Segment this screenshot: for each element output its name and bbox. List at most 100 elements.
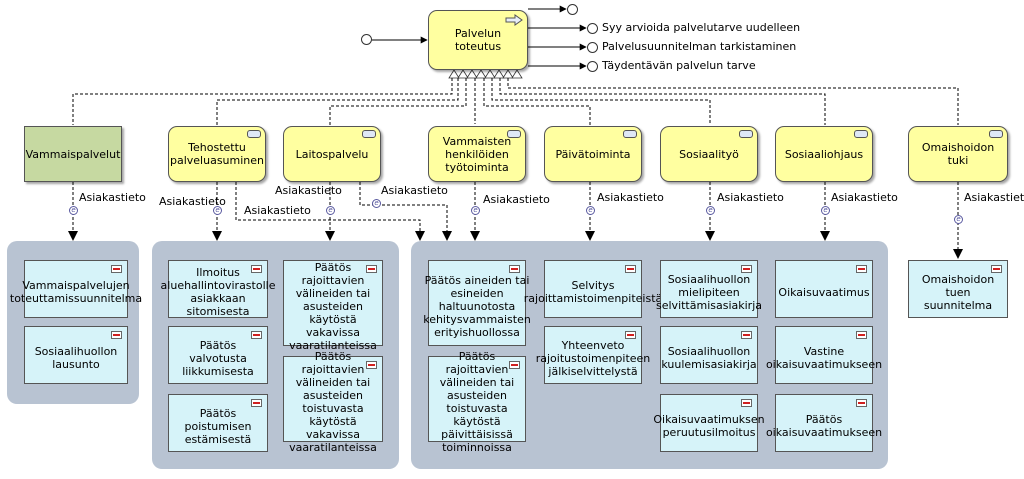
exclusive-gateway-icon: e	[821, 206, 830, 215]
flow-label: Asiakastieto	[275, 184, 342, 197]
subprocess-sosiaaliohjaus[interactable]: Sosiaaliohjaus	[775, 126, 873, 182]
document-label: Yhteenveto rajoitustoimenpiteen jälkisel…	[535, 338, 651, 378]
subprocess-label: Päivätoiminta	[555, 147, 631, 161]
document-icon	[251, 399, 262, 407]
subprocess-label: Vammaispalvelut	[25, 147, 121, 161]
document-kuulemisasiakirja[interactable]: Sosiaalihuollon kuulemisasiakirja	[660, 326, 758, 384]
end-event-circle-icon	[587, 61, 598, 72]
flow-label: Asiakastieto	[244, 204, 311, 217]
subprocess-label: Laitospalvelu	[295, 147, 369, 161]
end-event-circle-icon	[587, 42, 598, 53]
forward-arrow-icon	[505, 14, 523, 26]
document-icon	[111, 265, 122, 273]
exclusive-gateway-icon: e	[954, 215, 963, 224]
document-icon	[251, 265, 262, 273]
flow-label: Asiakastieto	[597, 191, 664, 204]
flow-label: Asiakastieto	[159, 195, 226, 208]
document-omaishoidon-tuen-suunnitelma[interactable]: Omaishoidon tuen suunnitelma	[908, 260, 1008, 318]
subprocess-vammaispalvelut[interactable]: Vammaispalvelut	[24, 126, 122, 182]
document-icon	[111, 331, 122, 339]
exclusive-gateway-icon: e	[326, 206, 335, 215]
flow-label: Asiakastieto	[964, 191, 1024, 204]
document-icon	[741, 331, 752, 339]
exclusive-gateway-icon: e	[69, 206, 78, 215]
output-label-tarkistaminen: Palvelusuunnitelman tarkistaminen	[602, 40, 797, 53]
document-label: Päätös valvotusta liikkumisesta	[182, 338, 254, 378]
subprocess-badge-icon	[989, 130, 1003, 138]
output-label-uudelleenarviointi: Syy arvioida palvelutarve uudelleen	[602, 21, 801, 34]
document-icon	[741, 265, 752, 273]
exclusive-gateway-icon: e	[471, 206, 480, 215]
subprocess-label: Tehostettu palveluasuminen	[170, 141, 265, 167]
document-icon	[856, 331, 867, 339]
exclusive-gateway-icon: e	[586, 206, 595, 215]
document-paatos-aineiden-haltuunotosta[interactable]: Päätös aineiden tai esineiden haltuunoto…	[423, 260, 531, 346]
document-icon	[366, 265, 377, 273]
document-icon	[366, 361, 377, 369]
subprocess-badge-icon	[739, 130, 753, 138]
document-icon	[625, 265, 636, 273]
document-oikaisuvaatimus[interactable]: Oikaisuvaatimus	[775, 260, 873, 318]
flow-label: Asiakastieto	[483, 193, 550, 206]
document-label: Sosiaalihuollon kuulemisasiakirja	[661, 345, 757, 371]
document-icon	[509, 361, 520, 369]
flow-label: Asiakastieto	[79, 191, 146, 204]
document-paatos-oikaisuvaatimukseen[interactable]: Päätös oikaisuvaatimukseen	[766, 394, 882, 452]
document-label: Sosiaalihuollon mielipiteen selvittämisa…	[656, 272, 763, 312]
document-label: Päätös aineiden tai esineiden haltuunoto…	[423, 273, 531, 339]
document-selvitys-rajoittamistoimenpiteista[interactable]: Selvitys rajoittamistoimenpiteistä	[524, 260, 662, 318]
document-icon	[625, 331, 636, 339]
document-label: Päätös rajoittavien välineiden tai asust…	[289, 350, 377, 454]
subprocess-label: Vammaisten henkilöiden työtoiminta	[442, 134, 512, 174]
document-label: Oikaisuvaatimus	[778, 285, 870, 299]
end-event-circle-icon	[567, 4, 578, 15]
document-label: Päätös rajoittavien välineiden tai asust…	[439, 350, 515, 454]
document-paatos-rajoittavien-toistuva-vaaratilanteissa[interactable]: Päätös rajoittavien välineiden tai asust…	[283, 350, 383, 454]
exclusive-gateway-icon: e	[372, 199, 381, 208]
main-process-label: Palvelun toteutus	[454, 27, 502, 53]
output-label-taydentava: Täydentävän palvelun tarve	[602, 59, 756, 72]
document-ilmoitus-sitomisesta[interactable]: Ilmoitus aluehallintovirastolle asiakkaa…	[161, 260, 275, 318]
document-label: Vastine oikaisuvaatimukseen	[765, 345, 883, 371]
document-label: Oikaisuvaatimuksen peruutusilmoitus	[653, 413, 765, 439]
document-label: Omaishoidon tuen suunnitelma	[921, 272, 995, 312]
document-icon	[991, 265, 1002, 273]
subprocess-vammaisten-tyotoiminta[interactable]: Vammaisten henkilöiden työtoiminta	[428, 126, 526, 182]
document-sosiaalihuollon-lausunto[interactable]: Sosiaalihuollon lausunto	[24, 326, 128, 384]
document-label: Selvitys rajoittamistoimenpiteistä	[523, 279, 663, 305]
document-paatos-rajoittavien-paivittaisissa[interactable]: Päätös rajoittavien välineiden tai asust…	[428, 350, 526, 454]
subprocess-badge-icon	[247, 130, 261, 138]
flow-label: Asiakastieto	[381, 184, 448, 197]
subprocess-badge-icon	[362, 130, 376, 138]
subprocess-laitospalvelu[interactable]: Laitospalvelu	[283, 126, 381, 182]
document-icon	[856, 265, 867, 273]
end-event-circle-icon	[587, 23, 598, 34]
subprocess-badge-icon	[623, 130, 637, 138]
document-paatos-poistumisen-estamisesta[interactable]: Päätös poistumisen estämisestä	[168, 394, 268, 452]
exclusive-gateway-icon: e	[706, 206, 715, 215]
document-label: Sosiaalihuollon lausunto	[34, 345, 118, 371]
subprocess-label: Sosiaalityö	[679, 147, 739, 161]
document-label: Päätös rajoittavien välineiden tai asust…	[289, 260, 377, 352]
document-icon	[741, 399, 752, 407]
subprocess-sosiaalityo[interactable]: Sosiaalityö	[660, 126, 758, 182]
start-event-circle-icon	[361, 34, 372, 45]
flow-label: Asiakastieto	[717, 191, 784, 204]
document-paatos-rajoittavien-vaaratilanteissa[interactable]: Päätös rajoittavien välineiden tai asust…	[283, 260, 383, 352]
document-vastine-oikaisuvaatimukseen[interactable]: Vastine oikaisuvaatimukseen	[766, 326, 882, 384]
document-icon	[251, 331, 262, 339]
subprocess-paivatoiminta[interactable]: Päivätoiminta	[544, 126, 642, 182]
exclusive-gateway-icon: e	[213, 206, 222, 215]
document-vammaispalvelujen-toteuttamissuunnitelma[interactable]: Vammaispalvelujen toteuttamissuunnitelma	[10, 260, 142, 318]
subprocess-omaishoidon-tuki[interactable]: Omaishoidon tuki	[908, 126, 1008, 182]
document-icon	[509, 265, 520, 273]
document-yhteenveto-jalkiselvittelysta[interactable]: Yhteenveto rajoitustoimenpiteen jälkisel…	[536, 326, 650, 384]
document-oikaisuvaatimuksen-peruutusilmoitus[interactable]: Oikaisuvaatimuksen peruutusilmoitus	[653, 394, 765, 452]
document-label: Ilmoitus aluehallintovirastolle asiakkaa…	[160, 266, 276, 318]
subprocess-badge-icon	[507, 130, 521, 138]
document-mielipiteen-selvittamisasiakirja[interactable]: Sosiaalihuollon mielipiteen selvittämisa…	[656, 260, 762, 318]
document-paatos-valvotusta-liikkumisesta[interactable]: Päätös valvotusta liikkumisesta	[168, 326, 268, 384]
subprocess-badge-icon	[854, 130, 868, 138]
subprocess-tehostettu-palveluasuminen[interactable]: Tehostettu palveluasuminen	[168, 126, 266, 182]
